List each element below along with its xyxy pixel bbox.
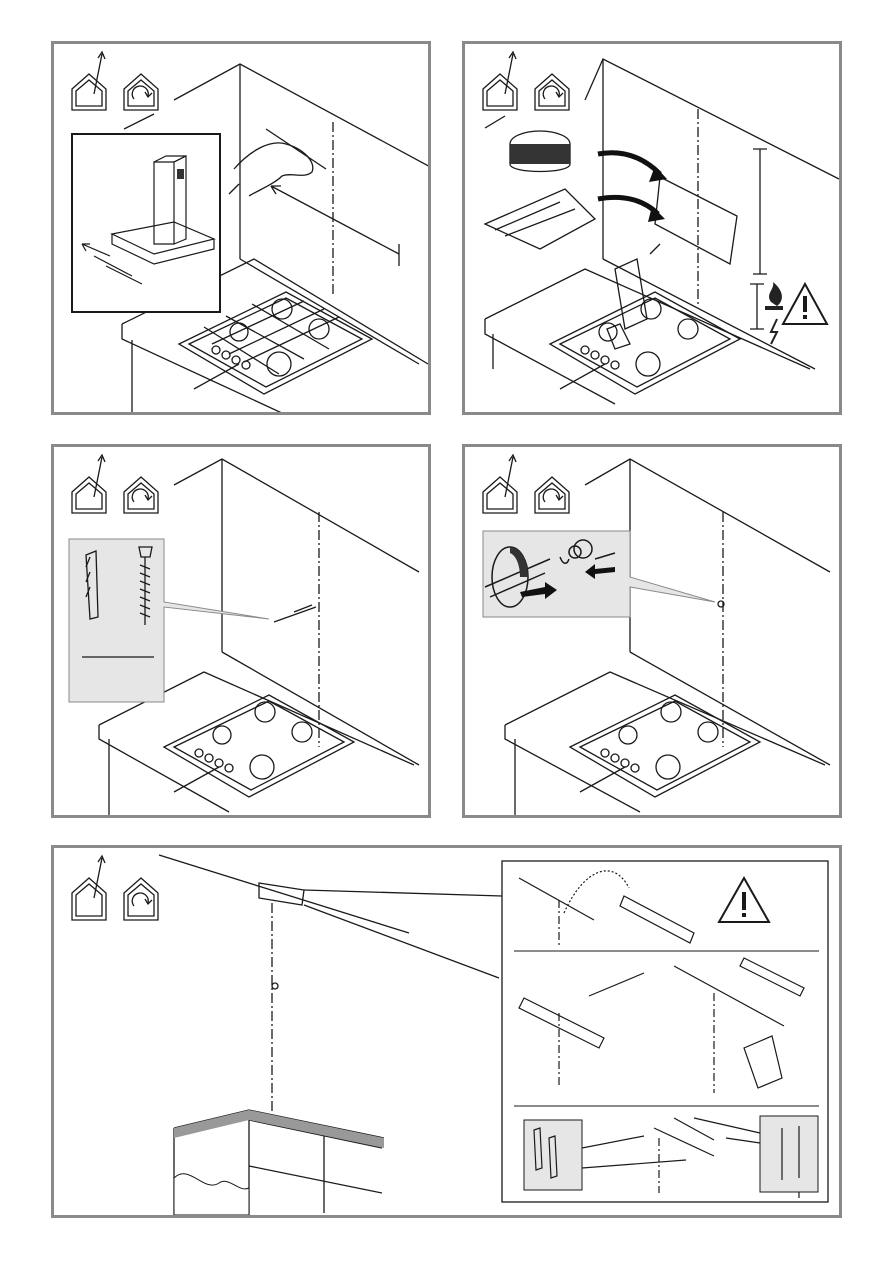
screwdriver-inset [483, 531, 715, 617]
warning-icon [783, 284, 827, 324]
exhaust-mode-icon [72, 455, 106, 513]
step-2-illustration [465, 44, 839, 412]
step-4-panel [462, 444, 842, 818]
step-4-illustration [465, 447, 839, 815]
recirculation-mode-icon [124, 74, 158, 110]
step-1-illustration [54, 44, 428, 412]
step-5-illustration [54, 848, 839, 1215]
electric-icon [771, 319, 777, 344]
recirculation-mode-icon [124, 477, 158, 513]
exhaust-mode-icon [72, 52, 106, 110]
gas-flame-icon [765, 282, 783, 310]
exhaust-mode-icon [72, 856, 106, 920]
bracket-detail-inset [502, 861, 828, 1202]
step-3-illustration [54, 447, 428, 815]
step-3-panel [51, 444, 431, 818]
recirculation-mode-icon [535, 477, 569, 513]
step-1-panel [51, 41, 431, 415]
hood-dimension-inset [72, 134, 220, 312]
exhaust-mode-icon [483, 455, 517, 513]
plug-screw-inset [69, 539, 269, 702]
recirculation-mode-icon [535, 74, 569, 110]
step-5-panel [51, 845, 842, 1218]
exhaust-mode-icon [483, 52, 517, 110]
step-2-panel [462, 41, 842, 415]
recirculation-mode-icon [124, 878, 158, 920]
